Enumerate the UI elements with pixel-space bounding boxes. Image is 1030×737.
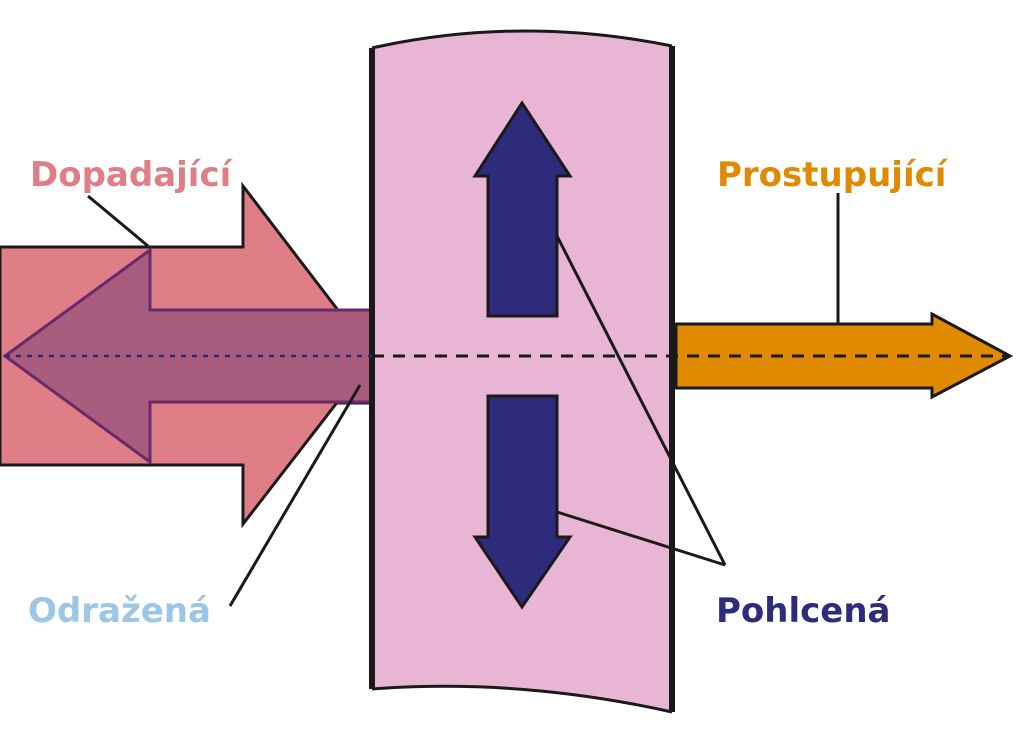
absorbed-label: Pohlcená	[716, 591, 891, 631]
absorbed-leader-line-lower	[556, 510, 726, 567]
incident-leader-line	[87, 194, 149, 248]
slab-bottom-edge	[371, 684, 673, 714]
absorbed-leader-line-upper	[555, 235, 727, 566]
material-slab	[372, 30, 672, 712]
absorbed-arrow-up	[472, 100, 573, 318]
transmitted-label: Prostupující	[717, 155, 949, 195]
slab-top-edge	[371, 29, 673, 50]
reflected-label: Odražená	[28, 591, 211, 631]
reflected-leader-line	[228, 384, 362, 607]
absorbed-arrow-down	[472, 394, 573, 610]
incident-label: Dopadající	[30, 155, 234, 195]
